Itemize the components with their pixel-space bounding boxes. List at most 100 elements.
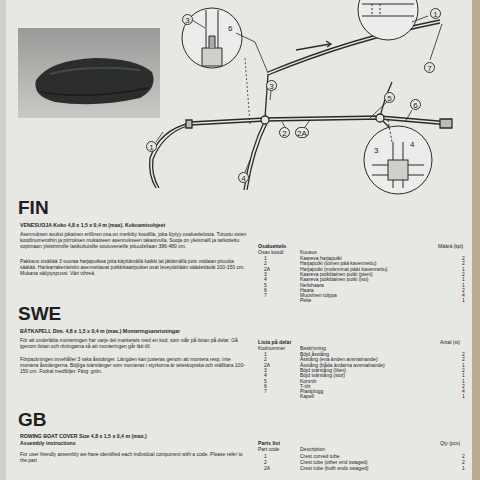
body-text: Määrä (kpl) — [438, 243, 463, 249]
body-text: 2 — [462, 356, 465, 362]
body-text: 2 — [462, 287, 465, 293]
body-text: 2A — [264, 266, 270, 272]
body-text: Böjd tvärstång (stor) — [300, 372, 345, 378]
body-text: 7 — [264, 292, 267, 298]
callout-number: 4 — [410, 140, 414, 150]
body-text: T-rör — [300, 383, 311, 389]
body-text: Qty (pcs) — [440, 440, 460, 446]
body-text: Kaareva harjaputki — [300, 255, 342, 261]
body-text: 2 — [462, 459, 465, 465]
body-text: Harjaputki (toinen pää kavennettu) — [300, 260, 376, 266]
body-text: 1 — [462, 282, 465, 288]
body-text: Muovinen tulppa — [300, 292, 337, 298]
body-text: Asennuksen avuksi jokainen erillinen osa… — [20, 231, 248, 249]
body-text: Kuvaus — [300, 249, 317, 255]
body-text: For user friendly assembly we have ident… — [20, 451, 248, 463]
section-subtitle: Parts list — [258, 440, 280, 446]
section-subtitle: Lista på delar — [258, 339, 291, 345]
body-text: 1 — [462, 393, 465, 399]
body-text: Peite — [300, 297, 311, 303]
callout-number: 3 — [182, 14, 193, 25]
body-text: Beskrivning — [300, 345, 326, 351]
callout-number: 6 — [410, 99, 421, 110]
body-text: 1 — [462, 276, 465, 282]
section-subtitle: ROWING BOAT COVER Size 4,8 x 1,5 x 0,4 m… — [20, 433, 252, 439]
body-text: 6 — [264, 287, 267, 293]
body-text: 2A — [264, 362, 270, 368]
body-text: Kapell — [300, 393, 314, 399]
body-text: Crest curved tube — [300, 453, 339, 459]
body-text: 2 — [462, 271, 465, 277]
body-text: Harjaputki (molemmat päät kavennettu) — [300, 266, 388, 272]
body-text: Description — [300, 446, 325, 452]
body-text: Crest tube (other end swaged) — [300, 459, 368, 465]
body-text: 2A — [264, 465, 270, 471]
body-text: 4 — [264, 276, 267, 282]
body-text: Nelishaara — [300, 282, 324, 288]
body-text: 7 — [264, 388, 267, 394]
section-subtitle: Assembly instructions — [20, 440, 252, 446]
body-text: 2 — [462, 367, 465, 373]
section-subtitle: Osaluettelo — [258, 243, 286, 249]
language-heading: FIN — [18, 198, 49, 218]
body-text: 2 — [462, 260, 465, 266]
callout-number: 1 — [430, 8, 441, 19]
language-heading: GB — [18, 410, 47, 430]
body-text: Korsrör — [300, 378, 316, 384]
body-text: Pakkaus sisältää 3 suoraa harjaputkea jo… — [20, 258, 248, 276]
section-subtitle: VENESUOJA Koko 4,8 x 1,5 x 0,4 m (max). … — [20, 222, 252, 228]
body-text: Crest tube (both ends swaged) — [300, 465, 368, 471]
body-text: 2 — [264, 356, 267, 362]
body-text: 1 — [462, 465, 465, 471]
body-text: 3 — [264, 271, 267, 277]
body-text: Böjd åsstång — [300, 351, 329, 357]
leader-lines — [156, 16, 442, 172]
callout-number: 2A — [295, 127, 309, 138]
body-text: 1 — [462, 372, 465, 378]
detail-circles — [182, 0, 432, 194]
body-text: Förpackningen innehåller 3 raka åsstänge… — [20, 356, 248, 374]
boat-photo — [18, 28, 160, 118]
section-subtitle: BÅTKAPELL Dim. 4,8 x 1,5 x 0,4 m (max.) … — [20, 328, 252, 334]
body-text: 1 — [264, 255, 267, 261]
body-text: Åsstång (båda ändarna avsmalnande) — [300, 362, 385, 368]
callout-number: 7 — [424, 62, 435, 73]
callout-number: 4 — [238, 172, 249, 183]
body-text: Åsstång (ena änden avsmalnande) — [300, 356, 378, 362]
body-text: 2 — [462, 351, 465, 357]
body-text: 5 — [264, 282, 267, 288]
body-text: Haara — [300, 287, 314, 293]
body-text: 3 — [264, 367, 267, 373]
body-text: 2 — [462, 453, 465, 459]
body-text: 1 — [264, 351, 267, 357]
callout-number: 3 — [374, 146, 378, 156]
body-text: 1 — [264, 453, 267, 459]
body-text: 1 — [462, 362, 465, 368]
language-heading: SWE — [18, 304, 61, 324]
callout-number: 1 — [146, 141, 157, 152]
callout-number: 6 — [228, 24, 232, 34]
body-text: Part code — [258, 446, 279, 452]
body-text: 4 — [462, 292, 465, 298]
body-text: Plastplugg — [300, 388, 323, 394]
callout-number: 3 — [266, 80, 277, 91]
body-text: 5 — [264, 378, 267, 384]
body-text: Kaareva poikittainen putki (pieni) — [300, 271, 373, 277]
body-text: 1 — [462, 266, 465, 272]
body-text: 1 — [462, 297, 465, 303]
body-text: För att underlätta monteringen har varje… — [20, 337, 248, 349]
body-text: 2 — [462, 255, 465, 261]
body-text: 4 — [264, 372, 267, 378]
callout-number: 5 — [384, 92, 395, 103]
body-text: Kodnummer — [258, 345, 285, 351]
body-text: Böjd tvärstång (liten) — [300, 367, 346, 373]
body-text: 2 — [462, 383, 465, 389]
body-text: Antal (st) — [440, 339, 460, 345]
body-text: 1 — [462, 378, 465, 384]
body-text: Osan koodi — [258, 249, 283, 255]
body-text: Kaareva poikittainen putki (iso) — [300, 276, 368, 282]
body-text: 2 — [264, 260, 267, 266]
body-text: 6 — [264, 383, 267, 389]
